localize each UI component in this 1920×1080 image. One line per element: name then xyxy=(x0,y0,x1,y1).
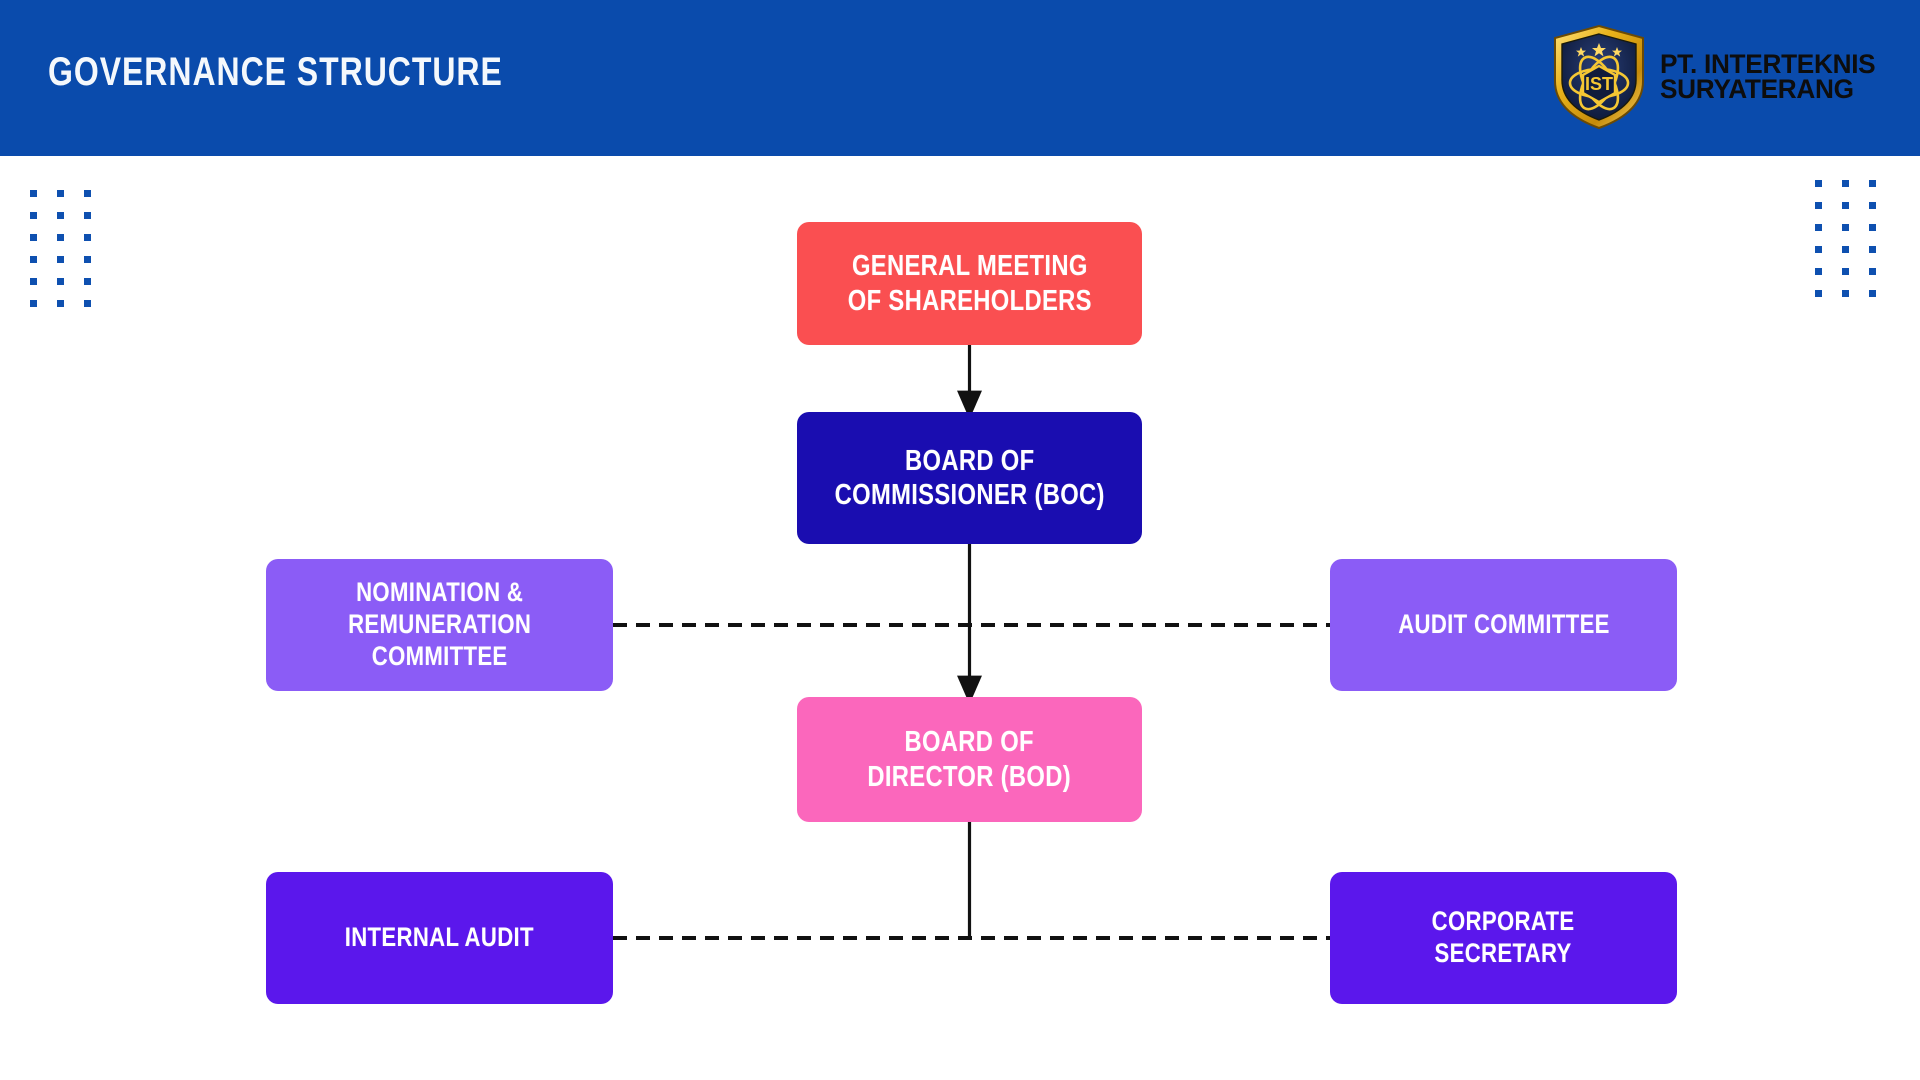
node-label: BOARD OF COMMISSIONER (BOC) xyxy=(834,444,1105,511)
node-corporate-secretary[interactable]: CORPORATE SECRETARY xyxy=(1330,872,1677,1004)
node-label: AUDIT COMMITTEE xyxy=(1397,609,1610,640)
node-label: CORPORATE SECRETARY xyxy=(1432,906,1575,968)
logo-monogram: IST xyxy=(1585,74,1613,94)
header-bar: GOVERNANCE STRUCTURE xyxy=(0,0,1920,156)
logo-line-2: SURYATERANG xyxy=(1659,74,1854,104)
logo-wordmark: PT. INTERTEKNIS SURYATERANG xyxy=(1659,49,1882,104)
logo-line-1: PT. INTERTEKNIS xyxy=(1659,49,1876,80)
dot-grid-left xyxy=(30,190,91,307)
node-internal-audit[interactable]: INTERNAL AUDIT xyxy=(266,872,613,1004)
dot-grid-right xyxy=(1815,180,1876,297)
node-label: GENERAL MEETING OF SHAREHOLDERS xyxy=(847,250,1092,317)
node-label: NOMINATION & REMUNERATION COMMITTEE xyxy=(347,577,532,671)
node-label: INTERNAL AUDIT xyxy=(344,922,535,953)
org-chart-canvas: GENERAL MEETING OF SHAREHOLDERS BOARD OF… xyxy=(0,156,1920,1080)
node-audit-committee[interactable]: AUDIT COMMITTEE xyxy=(1330,559,1677,691)
shield-icon: IST xyxy=(1553,24,1644,130)
node-board-of-commissioner[interactable]: BOARD OF COMMISSIONER (BOC) xyxy=(797,412,1142,544)
node-nomination-remuneration-committee[interactable]: NOMINATION & REMUNERATION COMMITTEE xyxy=(266,559,613,691)
company-logo: IST PT. INTERTEKNIS SURYATERANG xyxy=(1550,22,1882,132)
page-title: GOVERNANCE STRUCTURE xyxy=(48,50,503,94)
node-general-meeting-of-shareholders[interactable]: GENERAL MEETING OF SHAREHOLDERS xyxy=(797,222,1142,345)
node-board-of-director[interactable]: BOARD OF DIRECTOR (BOD) xyxy=(797,697,1142,822)
node-label: BOARD OF DIRECTOR (BOD) xyxy=(867,726,1072,793)
